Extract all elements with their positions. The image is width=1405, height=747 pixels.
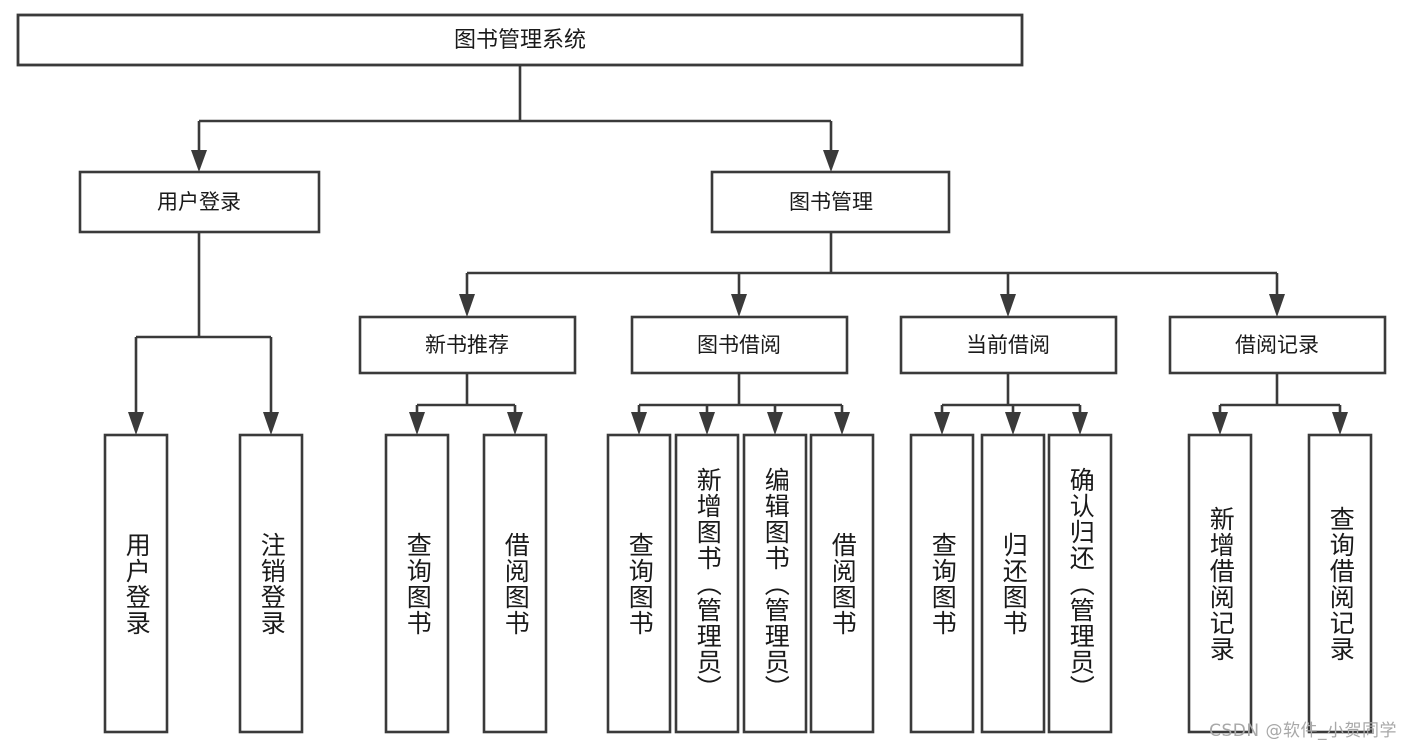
connector-newbook-to-leaves	[409, 373, 523, 435]
connector-root-to-level2	[191, 65, 839, 172]
arrow-head-icon	[631, 412, 647, 435]
arrow-head-icon	[1000, 294, 1016, 317]
arrow-head-icon	[934, 412, 950, 435]
user-login-label: 用户登录	[157, 190, 241, 214]
arrow-head-icon	[699, 412, 715, 435]
leaf-box-borrow-book-2[interactable]	[809, 433, 875, 734]
book-management-label: 图书管理	[789, 190, 873, 214]
user-login-box-rect	[78, 170, 321, 234]
leaf-box-borrow-book-1[interactable]	[482, 433, 548, 734]
node-borrow-record[interactable]: 借阅记录	[1168, 315, 1387, 375]
connector-bookmgmt-to-level3	[459, 232, 1285, 317]
node-book-management[interactable]: 图书管理	[710, 170, 951, 234]
connector-bookborrow-to-leaves	[631, 373, 850, 435]
connector-borrowrecord-to-leaves	[1212, 373, 1348, 435]
leaf-box-user-login[interactable]	[103, 433, 169, 734]
leaf-box-query-book-2[interactable]	[606, 433, 672, 734]
arrow-head-icon	[1005, 412, 1021, 435]
watermark-text: CSDN @软件_小贺同学	[1209, 721, 1397, 741]
leaf-box-query-borrow-record[interactable]	[1307, 433, 1373, 734]
current-borrow-box-rect	[899, 315, 1118, 375]
root-box-rect	[16, 13, 1024, 67]
connector-userlogin-to-leaves	[128, 232, 279, 435]
leaf-box-confirm-return-admin[interactable]	[1047, 433, 1113, 734]
arrow-head-icon	[191, 150, 207, 172]
leaf-box-add-book-admin[interactable]	[674, 433, 740, 734]
node-user-login[interactable]: 用户登录	[78, 170, 321, 234]
arrow-head-icon	[1072, 412, 1088, 435]
arrow-head-icon	[823, 150, 839, 172]
borrow-record-label: 借阅记录	[1235, 333, 1319, 357]
current-borrow-label: 当前借阅	[966, 333, 1050, 357]
node-current-borrow[interactable]: 当前借阅	[899, 315, 1118, 375]
connector-currentborrow-to-leaves	[934, 373, 1088, 435]
arrow-head-icon	[1269, 294, 1285, 317]
leaf-box-query-book-3[interactable]	[909, 433, 975, 734]
arrow-head-icon	[767, 412, 783, 435]
leaf-box-edit-book-admin[interactable]	[742, 433, 808, 734]
arrow-head-icon	[834, 412, 850, 435]
arrow-head-icon	[409, 412, 425, 435]
arrow-head-icon	[459, 294, 475, 317]
node-root-system[interactable]: 图书管理系统	[16, 13, 1024, 67]
node-book-borrow[interactable]: 图书借阅	[630, 315, 849, 375]
root-box-label: 图书管理系统	[454, 28, 586, 53]
leaf-box-logout[interactable]	[238, 433, 304, 734]
arrow-head-icon	[263, 412, 279, 435]
book-borrow-label: 图书借阅	[697, 333, 781, 357]
new-book-recommend-box-rect	[358, 315, 577, 375]
new-book-recommend-label: 新书推荐	[425, 333, 509, 357]
arrow-head-icon	[731, 294, 747, 317]
leaf-box-return-book[interactable]	[980, 433, 1046, 734]
arrow-head-icon	[1332, 412, 1348, 435]
arrow-head-icon	[128, 412, 144, 435]
leaf-box-add-borrow-record[interactable]	[1187, 433, 1253, 734]
arrow-head-icon	[507, 412, 523, 435]
node-new-book-recommend[interactable]: 新书推荐	[358, 315, 577, 375]
arrow-head-icon	[1212, 412, 1228, 435]
leaf-box-query-book-1[interactable]	[384, 433, 450, 734]
